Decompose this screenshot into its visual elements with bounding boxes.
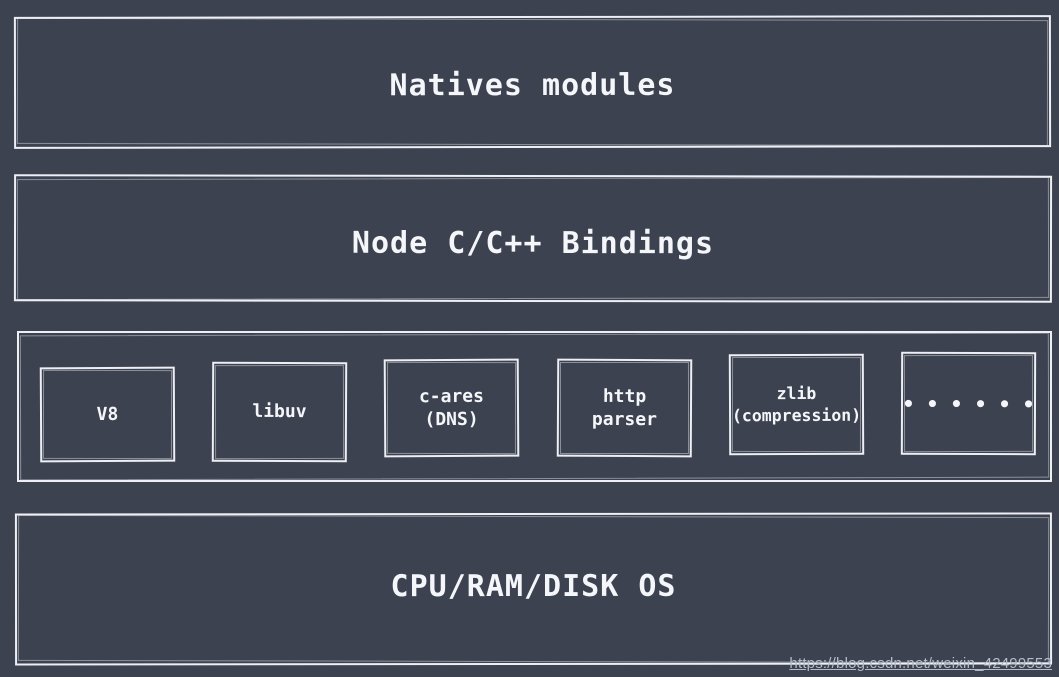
module-v8: V8 bbox=[39, 366, 176, 463]
ellipsis-dots-icon: •••••• bbox=[902, 391, 1047, 416]
watermark-url: https://blog.csdn.net/weixin_42499553 bbox=[789, 655, 1052, 672]
module-c-ares: c-ares (DNS) bbox=[384, 358, 520, 457]
module-ellipsis: •••••• bbox=[900, 351, 1047, 456]
module-libuv-label: libuv bbox=[252, 400, 307, 422]
module-c-ares-label: c-ares (DNS) bbox=[419, 384, 485, 430]
node-bindings-label: Node C/C++ Bindings bbox=[351, 225, 715, 262]
natives-modules-label: Natives modules bbox=[389, 67, 676, 103]
layer-node-bindings: Node C/C++ Bindings bbox=[13, 174, 1053, 303]
module-zlib-label: zlib (compression) bbox=[731, 383, 861, 425]
module-http-parser-label: http parser bbox=[591, 384, 657, 430]
layer-core-libraries: V8 libuv c-ares (DNS) http parser zlib (… bbox=[17, 331, 1052, 482]
layer-os: CPU/RAM/DISK OS bbox=[14, 512, 1053, 666]
module-v8-label: V8 bbox=[96, 403, 119, 425]
os-label: CPU/RAM/DISK OS bbox=[390, 568, 677, 604]
module-http-parser: http parser bbox=[556, 358, 692, 457]
module-zlib: zlib (compression) bbox=[728, 353, 864, 456]
layer-natives-modules: Natives modules bbox=[13, 15, 1052, 149]
module-libuv: libuv bbox=[211, 361, 348, 462]
